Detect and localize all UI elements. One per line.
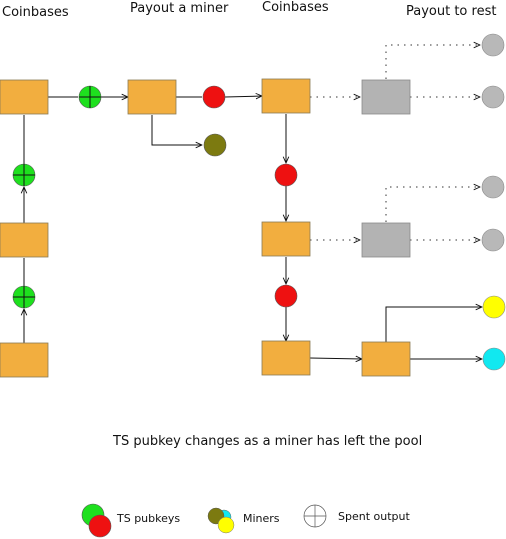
coinbase-box [0,342,49,378]
red-ts-pubkey-outputs [202,85,298,308]
red-output [274,284,298,308]
coinbase-box [261,221,311,257]
payout-miner-box [127,79,177,115]
spent-ts-pubkey-outputs [12,85,102,309]
future-output [481,85,505,109]
payout-rest-boxes [361,79,411,377]
legend-miners-label: Miners [243,512,280,525]
future-outputs [481,33,505,252]
future-payout-box [361,222,411,258]
left-column-connectors [24,96,262,343]
coinbase-box [0,222,49,258]
miner-output-yellow [482,295,506,319]
legend-ts-pubkeys-label: TS pubkeys [116,512,180,525]
spent-green-output [12,163,36,187]
coinbase-box [261,340,311,376]
coinbase-box [261,78,311,114]
payout-rest-box [361,341,411,377]
header-payout-rest: Payout to rest [406,4,496,19]
future-output [481,228,505,252]
legend-spent-output-label: Spent output [338,510,410,523]
right-column-connectors [286,114,482,359]
spent-green-output [78,85,102,109]
future-output [481,175,505,199]
legend: TS pubkeys Miners Spent output [81,503,410,538]
legend-spent-output-swatch [303,504,327,528]
diagram-caption: TS pubkey changes as a miner has left th… [112,434,422,449]
miner-output-cyan [482,347,506,371]
legend-ts-pubkeys-swatch [81,503,112,538]
future-payout-box [361,79,411,115]
header-coinbases-right: Coinbases [262,0,329,15]
coinbase-box [0,79,49,115]
future-output [481,33,505,57]
legend-miners-swatch [207,507,235,534]
miner-output-olive [203,133,227,157]
red-output [274,163,298,187]
dotted-connectors [310,45,480,240]
coinbase-boxes-right [261,78,311,376]
header-payout-miner: Payout a miner [130,1,229,16]
spent-green-output [12,285,36,309]
coinbase-boxes-left [0,79,49,378]
header-coinbases-left: Coinbases [2,5,69,20]
red-output [202,85,226,109]
